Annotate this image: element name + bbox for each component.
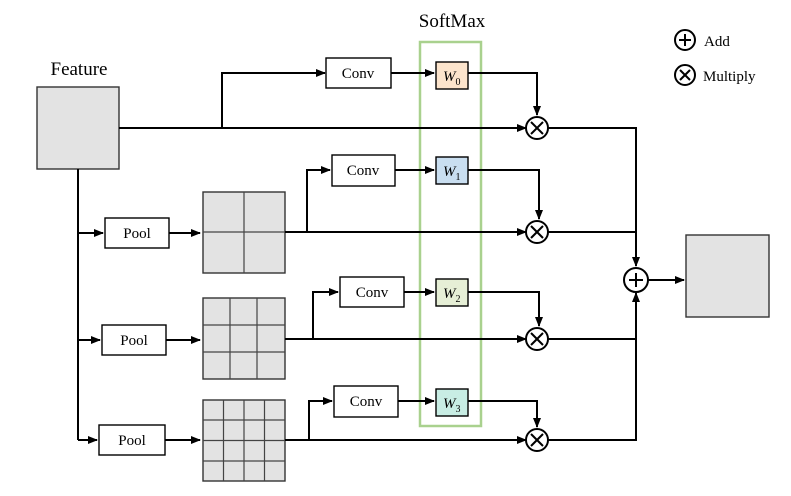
add-icon	[623, 267, 649, 293]
branch3-conv-box	[333, 385, 399, 418]
branch0-conv-label: Conv	[342, 66, 375, 82]
branch0-conv-box	[325, 57, 392, 89]
branch2-pool-box	[101, 324, 167, 356]
branch2-conv-box	[339, 276, 405, 308]
branch3-w-to-mul	[468, 400, 541, 428]
branch2-weight-label: W2	[443, 286, 461, 305]
branch3-weight-label: W3	[443, 396, 461, 415]
branch3-weight-box	[435, 388, 469, 417]
branch0-to-conv	[221, 69, 326, 128]
legend-multiply-label: Multiply	[703, 69, 756, 85]
legend-add-icon	[674, 29, 696, 51]
branch0-multiply-icon	[525, 116, 549, 140]
branch2-out-line	[548, 292, 640, 340]
legend-add-label: Add	[704, 34, 730, 50]
softmax-title: SoftMax	[419, 11, 486, 32]
branch1-weight-label: W1	[443, 164, 461, 183]
branch1-conv-label: Conv	[347, 163, 380, 179]
branch2-pool-label: Pool	[120, 333, 148, 349]
branch1-to-conv	[306, 166, 331, 232]
branch1-weight-box	[435, 156, 469, 185]
legend-multiply-icon	[674, 64, 696, 86]
branch3-out-line	[548, 339, 637, 441]
branch1-pool-label: Pool	[123, 226, 151, 242]
branch2-pooled-grid	[202, 297, 286, 380]
branch0-weight-box	[435, 61, 469, 90]
input-feature-box	[36, 86, 120, 170]
branch3-pool-box	[98, 424, 166, 456]
branch2-to-conv	[312, 288, 339, 339]
branch3-multiply-icon	[525, 428, 549, 452]
branch3-pooled-grid	[202, 399, 286, 482]
branch0-out-line	[548, 127, 640, 267]
branch2-multiply-icon	[525, 327, 549, 351]
branch0-weight-label: W0	[443, 69, 461, 88]
branch1-pooled-grid	[202, 191, 286, 274]
branch1-w-to-mul	[468, 169, 543, 220]
branch2-w-to-mul	[468, 291, 543, 327]
softmax-box	[418, 40, 483, 428]
branch3-pool-label: Pool	[118, 433, 146, 449]
branch1-pool-box	[104, 217, 170, 249]
branch2-weight-box	[435, 278, 469, 307]
branch2-conv-label: Conv	[356, 285, 389, 301]
branch3-to-conv	[308, 397, 333, 440]
branch0-w-to-mul	[468, 72, 541, 116]
branch1-multiply-icon	[525, 220, 549, 244]
branch3-conv-label: Conv	[350, 394, 383, 410]
output-feature-box	[685, 234, 770, 318]
feature-label: Feature	[51, 59, 108, 80]
